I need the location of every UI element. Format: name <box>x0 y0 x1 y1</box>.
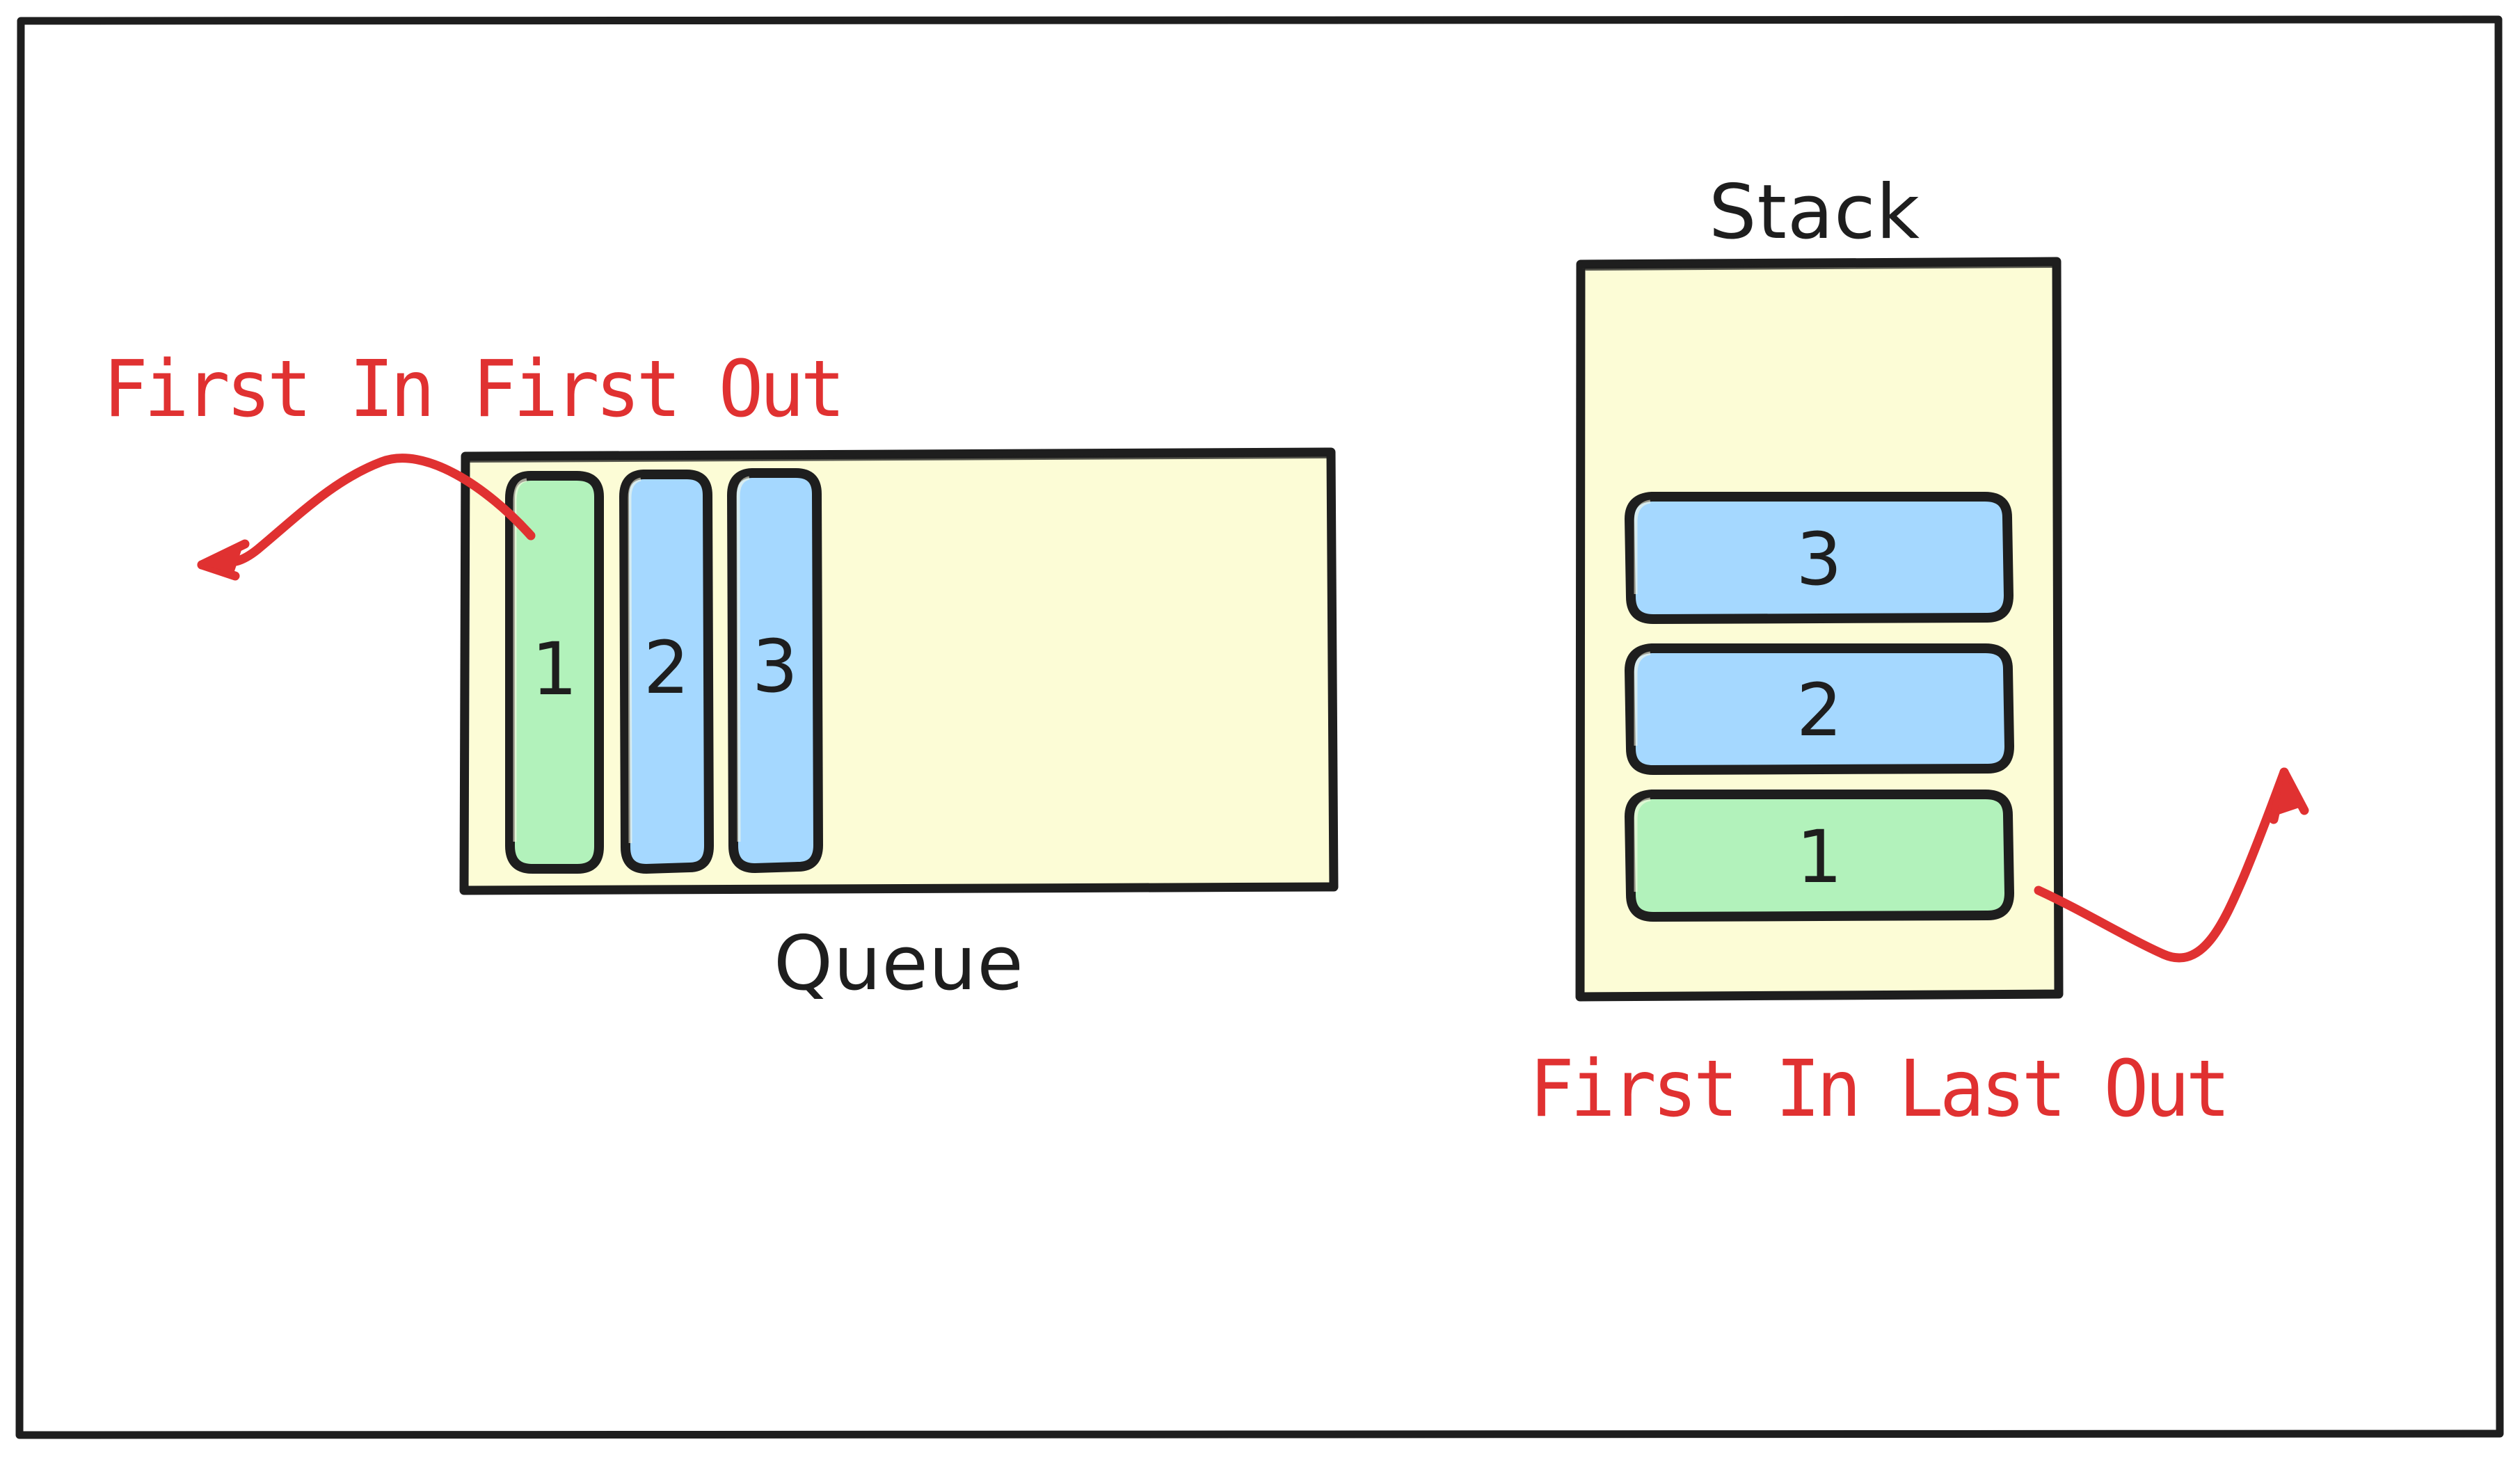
filo-arrow <box>2034 767 2309 963</box>
queue-label: Queue <box>774 920 1024 1007</box>
stack-item-1[interactable] <box>1625 790 2014 922</box>
queue-item-2[interactable] <box>619 470 714 874</box>
stack-item-1-value: 1 <box>1796 815 1843 899</box>
queue-item-1[interactable] <box>505 471 604 874</box>
queue-item-2-value: 2 <box>643 625 690 710</box>
stack-item-3-value: 3 <box>1796 517 1842 602</box>
outer-border <box>15 15 2504 1439</box>
queue-item-3-value: 3 <box>751 624 799 709</box>
stack-item-2[interactable] <box>1625 643 2014 775</box>
filo-annotation: First In Last Out <box>1529 1044 2231 1135</box>
fifo-arrow <box>197 454 536 581</box>
queue-item-1-value: 1 <box>531 627 578 712</box>
stack-label: Stack <box>1709 169 1921 256</box>
fifo-annotation: First In First Out <box>103 344 845 435</box>
stack-item-3[interactable] <box>1625 492 2013 624</box>
stack-item-2-value: 2 <box>1796 668 1843 753</box>
queue-item-3[interactable] <box>727 468 823 873</box>
